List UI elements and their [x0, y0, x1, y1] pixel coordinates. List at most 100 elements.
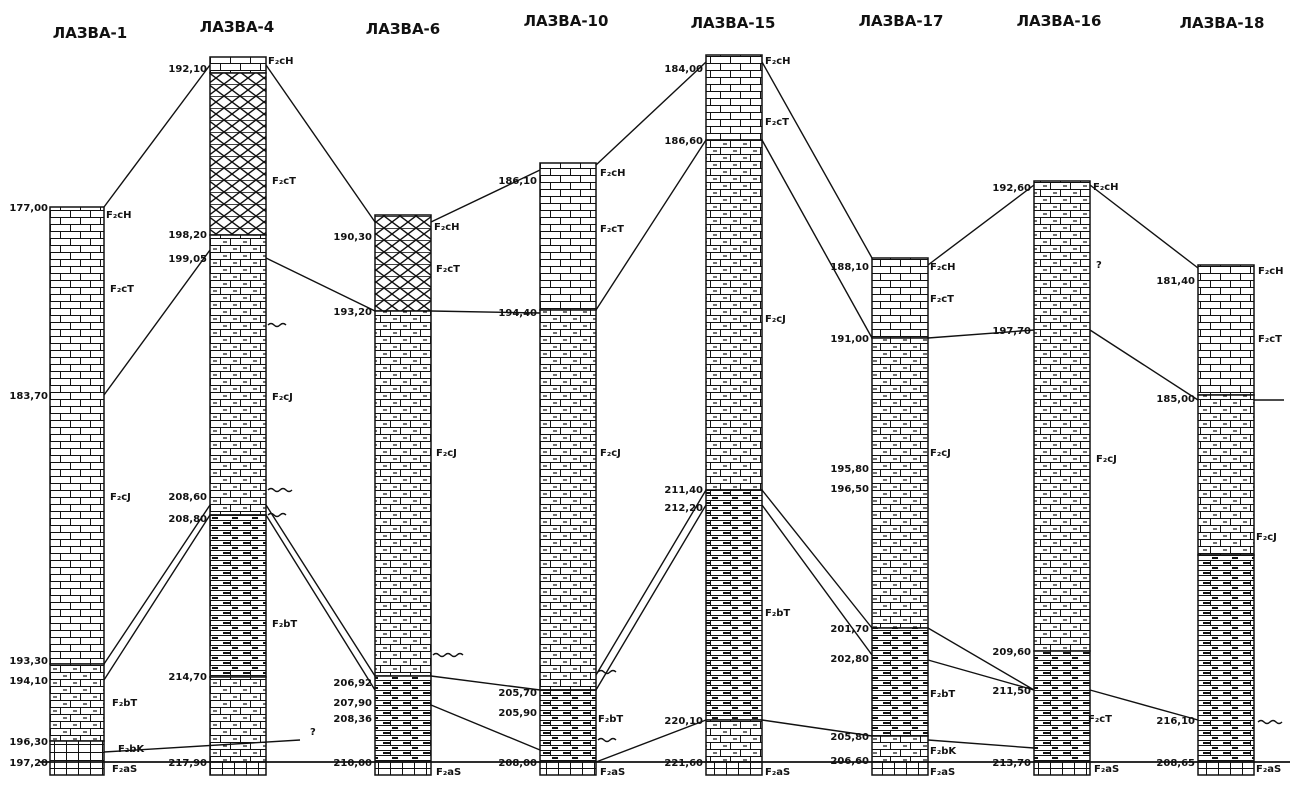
unit-labels: F₂cH F₂cT F₂cJ F₂bT F₂bK F₂aS F₂cH F₂cT …: [106, 56, 1284, 778]
depth-label: 181,40: [1156, 276, 1195, 287]
depth-label: 208,36: [333, 714, 372, 725]
depth-labels: 177,00 183,70 193,30 194,10 196,30 197,2…: [9, 64, 1195, 769]
depth-label: 205,90: [498, 708, 537, 719]
depth-label: 188,10: [830, 262, 869, 273]
depth-label: 214,70: [168, 672, 207, 683]
depth-label: 210,00: [333, 758, 372, 769]
unit-label: F₂bK: [118, 744, 145, 755]
unit-label: F₂cJ: [436, 448, 457, 459]
depth-label: 206,60: [830, 756, 869, 767]
depth-label: 202,80: [830, 654, 869, 665]
depth-label: 196,30: [9, 737, 48, 748]
well-title: ЛАЗВА-17: [859, 12, 944, 30]
unit-label: F₂cT: [600, 224, 624, 235]
question-mark: ?: [1096, 260, 1102, 271]
unit-label: F₂cT: [765, 117, 789, 128]
depth-label: 199,05: [168, 254, 207, 265]
unit-label: F₂bT: [598, 714, 623, 725]
correlation-lines: [40, 61, 1290, 763]
unit-label: F₂cH: [106, 210, 132, 221]
depth-label: 220,10: [664, 716, 703, 727]
unit-label: F₂cJ: [765, 314, 786, 325]
depth-label: 192,10: [168, 64, 207, 75]
depth-label: 185,00: [1156, 394, 1195, 405]
well-title: ЛАЗВА-6: [366, 20, 440, 38]
well-title: ЛАЗВА-10: [524, 12, 609, 30]
column-lazva-17: [871, 257, 929, 776]
unit-label: F₂cT: [272, 176, 296, 187]
well-title: ЛАЗВА-4: [200, 18, 274, 36]
depth-label: 197,20: [9, 758, 48, 769]
unit-label: F₂aS: [930, 767, 955, 778]
well-title: ЛАЗВА-1: [53, 24, 127, 42]
depth-label: 206,92: [333, 678, 372, 689]
depth-label: 186,10: [498, 176, 537, 187]
depth-label: 193,30: [9, 656, 48, 667]
depth-label: 205,70: [498, 688, 537, 699]
unit-label: F₂cH: [765, 56, 791, 67]
unit-label: F₂bK: [930, 746, 957, 757]
unit-label: F₂cJ: [1256, 532, 1277, 543]
unit-label: F₂cH: [1258, 266, 1284, 277]
depth-label: 177,00: [9, 203, 48, 214]
unit-label: F₂bT: [112, 698, 137, 709]
column-lazva-6: [374, 214, 432, 776]
depth-label: 212,20: [664, 503, 703, 514]
unit-label: F₂cJ: [110, 492, 131, 503]
unit-label: F₂cH: [930, 262, 956, 273]
unit-label: F₂bT: [272, 619, 297, 630]
depth-label: 194,10: [9, 676, 48, 687]
question-mark: ?: [310, 727, 316, 738]
depth-label: 191,00: [830, 334, 869, 345]
depth-label: 183,70: [9, 391, 48, 402]
unit-label: F₂aS: [1256, 764, 1281, 775]
well-title: ЛАЗВА-16: [1017, 12, 1102, 30]
unit-label: F₂cJ: [930, 448, 951, 459]
depth-label: 216,10: [1156, 716, 1195, 727]
column-lazva-4: [209, 56, 267, 776]
column-lazva-16: [1033, 180, 1091, 776]
column-lazva-18: [1197, 264, 1255, 776]
unit-label: F₂cH: [434, 222, 460, 233]
unit-label: F₂aS: [1094, 764, 1119, 775]
unit-label: F₂cT: [436, 264, 460, 275]
unit-label: F₂aS: [436, 767, 461, 778]
unit-label: F₂aS: [112, 764, 137, 775]
depth-label: 209,60: [992, 647, 1031, 658]
depth-label: 208,60: [168, 492, 207, 503]
column-lazva-1: [49, 206, 105, 776]
depth-label: 213,70: [992, 758, 1031, 769]
depth-label: 190,30: [333, 232, 372, 243]
depth-label: 207,90: [333, 698, 372, 709]
depth-label: 194,40: [498, 308, 537, 319]
depth-label: 195,80: [830, 464, 869, 475]
depth-label: 193,20: [333, 307, 372, 318]
unit-label: F₂bT: [930, 689, 955, 700]
depth-label: 208,00: [498, 758, 537, 769]
depth-label: 221,60: [664, 758, 703, 769]
depth-label: 217,90: [168, 758, 207, 769]
well-title: ЛАЗВА-15: [691, 14, 776, 32]
unit-label: F₂cT: [930, 294, 954, 305]
well-columns: [49, 54, 1255, 776]
column-lazva-15: [705, 54, 763, 776]
unit-label: F₂cT: [110, 284, 134, 295]
unit-label: F₂cJ: [600, 448, 621, 459]
unit-label: F₂cJ: [1096, 454, 1117, 465]
depth-label: 198,20: [168, 230, 207, 241]
unit-label: F₂cT: [1258, 334, 1282, 345]
unit-label: F₂cH: [268, 56, 294, 67]
unit-label: F₂bT: [765, 608, 790, 619]
depth-label: 184,00: [664, 64, 703, 75]
depth-label: 197,70: [992, 326, 1031, 337]
unit-label: F₂cT: [1088, 714, 1112, 725]
column-lazva-10: [539, 162, 597, 776]
depth-label: 205,80: [830, 732, 869, 743]
well-titles: ЛАЗВА-1 ЛАЗВА-4 ЛАЗВА-6 ЛАЗВА-10 ЛАЗВА-1…: [53, 12, 1265, 42]
depth-label: 208,80: [168, 514, 207, 525]
unconformity-marks: [267, 322, 1283, 743]
unit-label: F₂aS: [765, 767, 790, 778]
depth-label: 196,50: [830, 484, 869, 495]
depth-label: 201,70: [830, 624, 869, 635]
